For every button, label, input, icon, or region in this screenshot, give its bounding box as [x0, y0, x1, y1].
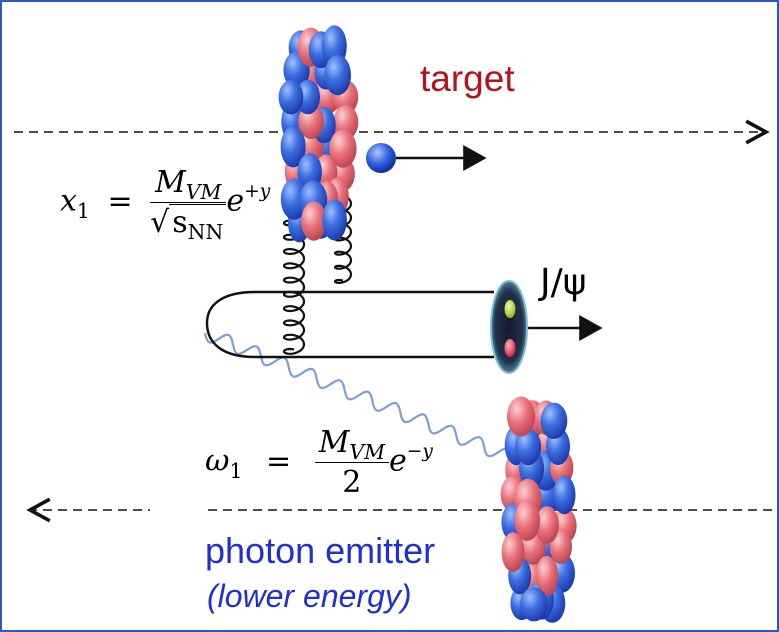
x1-fraction: MVM √sNN	[150, 165, 227, 244]
nucleon	[280, 126, 306, 168]
label-mask	[150, 502, 202, 518]
quark-yellow	[504, 300, 516, 318]
nucleon	[514, 500, 540, 541]
emitter-label: photon emitter	[205, 530, 436, 571]
nucleon	[295, 79, 320, 115]
quark-loop	[205, 290, 494, 359]
nucleon	[535, 506, 559, 544]
nucleon	[520, 587, 548, 622]
photon-line	[203, 332, 514, 459]
formula-omega1: ω1 = MVM 2 e−y	[205, 425, 433, 500]
nucleon	[515, 428, 542, 466]
target-label: target	[420, 58, 515, 99]
nucleon	[507, 396, 535, 437]
gluon-left	[282, 191, 306, 355]
jpsi-label: J/ψ	[540, 262, 587, 303]
nucleon	[280, 178, 308, 220]
target-nucleus	[278, 25, 359, 243]
jpsi-meson	[490, 280, 528, 374]
nucleon	[278, 79, 304, 115]
nucleon	[301, 201, 327, 241]
formula-x1: x1 = MVM √sNN e+y	[60, 165, 271, 245]
omega-fraction: MVM 2	[314, 425, 390, 500]
nucleon	[324, 55, 352, 96]
nucleon	[540, 402, 568, 439]
nucleon	[501, 532, 525, 572]
nucleon	[553, 475, 576, 515]
nucleon	[329, 129, 357, 168]
quark-red	[504, 339, 516, 357]
emitter-nucleus	[500, 396, 577, 623]
nucleon	[535, 555, 559, 597]
emitter-sublabel: (lower energy)	[207, 578, 412, 614]
nucleon	[322, 199, 347, 241]
scattered-proton	[366, 143, 396, 173]
